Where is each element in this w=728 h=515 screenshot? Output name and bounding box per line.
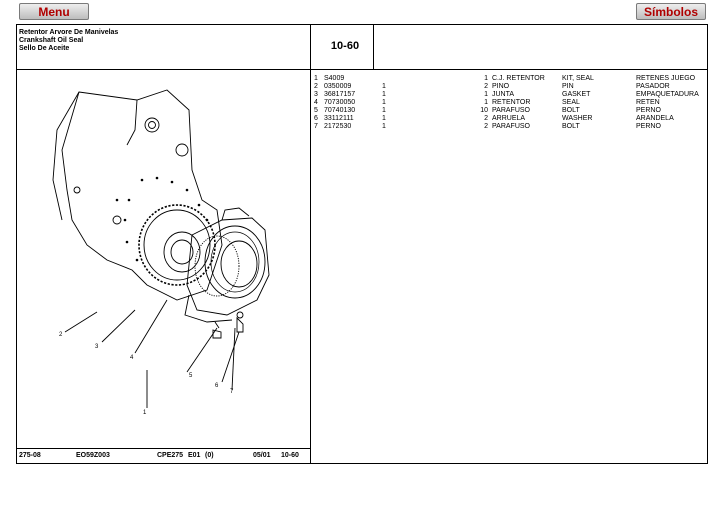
part-code[interactable]: S4009	[324, 75, 345, 82]
part-name-en: GASKET	[562, 91, 591, 98]
part-name-pt: PARAFUSO	[492, 107, 530, 114]
part-pos: 3	[314, 91, 318, 98]
part-name-es: PERNO	[636, 123, 661, 130]
catalog-page-frame	[16, 24, 708, 464]
callout-5: 5	[189, 373, 193, 379]
footer-date: 05/01	[253, 452, 271, 459]
part-name-en: PIN	[562, 83, 574, 90]
part-qty2: 1	[484, 91, 488, 98]
footer-catalog: CPE275	[157, 452, 184, 459]
seal-housing-part-4	[186, 217, 270, 316]
part-name-es: ARANDELA	[636, 115, 674, 122]
part-pos: 1	[314, 75, 318, 82]
footer-drawing: EO59Z003	[76, 452, 110, 459]
part-qty: 1	[382, 115, 386, 122]
part-code[interactable]: 0350009	[324, 83, 352, 90]
callout-1: 1	[143, 410, 147, 416]
part-name-es: PERNO	[636, 107, 661, 114]
callout-7: 7	[230, 389, 234, 395]
part-qty2: 2	[484, 83, 488, 90]
part-name-es: RETEN	[636, 99, 660, 106]
title-en: Crankshaft Oil Seal	[19, 37, 84, 44]
part-pos: 5	[314, 107, 318, 114]
part-pos: 4	[314, 99, 318, 106]
part-name-es: RETENES JUEGO	[636, 75, 696, 82]
exploded-view-diagram: 2 3 4 5 6 7 1	[52, 89, 270, 416]
part-qty	[382, 75, 386, 83]
part-name-en: BOLT	[562, 123, 580, 130]
part-name-en: KIT, SEAL	[562, 75, 594, 82]
parts-code-column: S4009 0350009 36817157 70730050 70740130…	[324, 75, 355, 131]
part-qty: 1	[382, 107, 386, 114]
callout-3: 3	[95, 344, 99, 350]
diagram-divider	[310, 24, 311, 464]
part-name-es: PASADOR	[636, 83, 670, 90]
part-qty2: 1	[484, 99, 488, 106]
part-code[interactable]: 70740130	[324, 107, 356, 114]
part-name-en: WASHER	[562, 115, 593, 122]
parts-qty-column: 1 1 1 1 1 1	[382, 75, 386, 131]
header-divider	[16, 69, 708, 70]
part-qty: 1	[382, 99, 386, 106]
page-code: 10-60	[330, 40, 360, 52]
part-qty: 1	[382, 91, 386, 98]
part-pos: 7	[314, 123, 318, 130]
parts-pos-column: 1 2 3 4 5 6 7	[314, 75, 318, 131]
part-name-en: SEAL	[562, 99, 580, 106]
parts-name-es-column: RETENES JUEGO PASADOR EMPAQUETADURA RETE…	[636, 75, 699, 131]
part-name-pt: C.J. RETENTOR	[492, 75, 545, 82]
part-name-pt: PINO	[492, 83, 510, 90]
part-name-pt: JUNTA	[492, 91, 515, 98]
part-qty2: 1	[484, 75, 488, 82]
callout-6: 6	[215, 383, 219, 389]
symbols-button[interactable]: Símbolos	[636, 3, 706, 20]
part-qty: 1	[382, 123, 386, 130]
code-divider	[373, 24, 374, 69]
part-code[interactable]: 33112111	[324, 115, 354, 122]
part-name-pt: ARRUELA	[492, 115, 526, 122]
parts-name-en-column: KIT, SEAL PIN GASKET SEAL BOLT WASHER BO…	[562, 75, 594, 131]
footer-page: 10-60	[281, 452, 299, 459]
part-code[interactable]: 70730050	[324, 99, 356, 106]
part-qty: 1	[382, 83, 386, 90]
part-name-pt: PARAFUSO	[492, 123, 530, 130]
parts-name-pt-column: C.J. RETENTOR PINO JUNTA RETENTOR PARAFU…	[492, 75, 545, 131]
part-name-en: BOLT	[562, 107, 580, 114]
part-code[interactable]: 36817157	[324, 91, 356, 98]
part-qty2: 2	[484, 115, 488, 122]
part-qty2: 2	[484, 123, 488, 130]
gasket-part-3	[138, 204, 216, 286]
callout-2: 2	[59, 332, 63, 338]
menu-button[interactable]: Menu	[19, 3, 89, 20]
title-pt: Retentor Arvore De Manivelas	[19, 29, 119, 36]
parts-qty2-column: 1 2 1 1 10 2 2	[474, 75, 488, 131]
title-es: Sello De Aceite	[19, 45, 70, 52]
part-name-es: EMPAQUETADURA	[636, 91, 699, 98]
part-code[interactable]: 2172530	[324, 123, 352, 130]
engine-block-outline	[61, 89, 223, 301]
part-pos: 6	[314, 115, 318, 122]
part-pos: 2	[314, 83, 318, 90]
part-name-pt: RETENTOR	[492, 99, 531, 106]
footer-edition: E01	[188, 452, 201, 459]
footer-divider	[16, 448, 310, 449]
footer-model: 275-08	[19, 452, 41, 459]
footer-rev: (0)	[205, 452, 214, 459]
part-qty2: 10	[480, 107, 488, 114]
callout-4: 4	[130, 355, 134, 361]
